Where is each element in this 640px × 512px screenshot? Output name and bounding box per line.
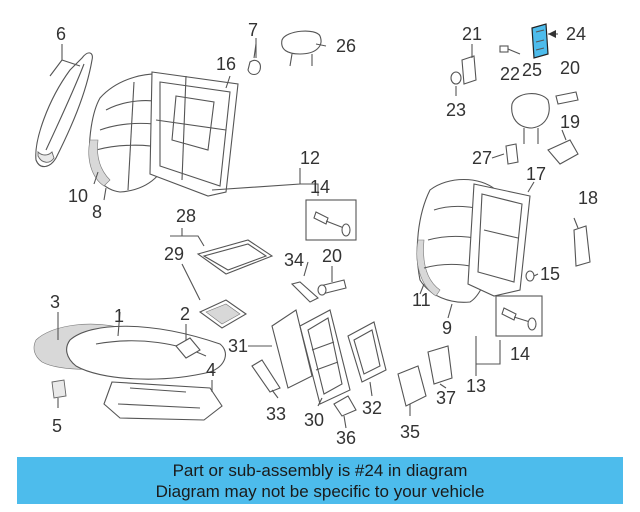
part-14-hardware-left [305,199,357,241]
part-24-arrow [548,30,556,38]
part-7-clip [247,43,261,76]
banner-line-2: Diagram may not be specific to your vehi… [155,482,485,501]
callout-35: 35 [400,422,420,442]
callout-36: 36 [336,428,356,448]
callout-16: 16 [216,54,236,74]
part-31-panel [271,309,313,389]
part-20-bushing-right [555,91,579,105]
part-29-cover [198,299,248,329]
callout-2: 2 [180,304,190,324]
callout-13: 13 [466,376,486,396]
part-28-pad [196,239,274,275]
part-20-bushing-mid [317,279,347,296]
callout-21: 21 [462,24,482,44]
part-23-washer [450,71,462,85]
part-27-guide [505,143,519,165]
callout-3: 3 [50,292,60,312]
part-33-trim [251,359,281,393]
callout-29: 29 [164,244,184,264]
part-19-latch [547,139,579,165]
part-2-hook [175,337,201,359]
callout-14-right: 14 [510,344,530,364]
part-21-bracket [461,55,477,85]
callout-8: 8 [92,202,102,222]
part-35-bracket [397,365,427,407]
callout-22: 22 [500,64,520,84]
callout-labels: 6 7 16 26 12 14 10 8 28 29 34 20 3 1 2 3… [50,20,598,448]
callout-34: 34 [284,250,304,270]
part-22-bolt [499,45,521,55]
callout-32: 32 [362,398,382,418]
part-34-strip [290,281,319,303]
callout-31: 31 [228,336,248,356]
callout-28: 28 [176,206,196,226]
callout-14-left: 14 [310,177,330,197]
part-4-seat-frame [103,381,223,421]
callout-33: 33 [266,404,286,424]
callout-12: 12 [300,148,320,168]
part-5-latch [51,379,67,399]
callout-10: 10 [68,186,88,206]
callout-23: 23 [446,100,466,120]
callout-19: 19 [560,112,580,132]
part-36-clip [333,395,357,417]
callout-7: 7 [248,20,258,40]
callout-15: 15 [540,264,560,284]
part-26-headrest-guide [281,30,322,67]
callout-9: 9 [442,318,452,338]
callout-27: 27 [472,148,492,168]
callout-24: 24 [566,24,586,44]
callout-30: 30 [304,410,324,430]
part-14-hardware-right [495,295,543,337]
callout-17: 17 [526,164,546,184]
callout-1: 1 [114,306,124,326]
banner-line-1: Part or sub-assembly is #24 in diagram [172,461,468,480]
part-18-hinge [573,225,591,267]
part-30-frame [299,309,351,405]
callout-37: 37 [436,388,456,408]
part-24-highlighted[interactable] [531,23,549,59]
callout-5: 5 [52,416,62,436]
callout-4: 4 [206,360,216,380]
callout-6: 6 [56,24,66,44]
callout-25: 25 [522,60,542,80]
callout-26: 26 [336,36,356,56]
callout-11: 11 [412,290,431,310]
part-37-bracket [427,345,453,385]
parts-diagram: 6 7 16 26 12 14 10 8 28 29 34 20 3 1 2 3… [33,20,598,448]
part-6-side-panel [35,52,93,168]
part-25-headrest [511,93,550,144]
callout-20-mid: 20 [322,246,342,266]
part-17-backrest-frame-right [467,183,531,297]
callout-20-right: 20 [560,58,580,78]
part-32-bracket [347,321,387,383]
info-banner: Part or sub-assembly is #24 in diagram D… [17,457,623,504]
callout-18: 18 [578,188,598,208]
part-16-backrest-frame [149,71,239,197]
part-15-screw [525,270,535,282]
